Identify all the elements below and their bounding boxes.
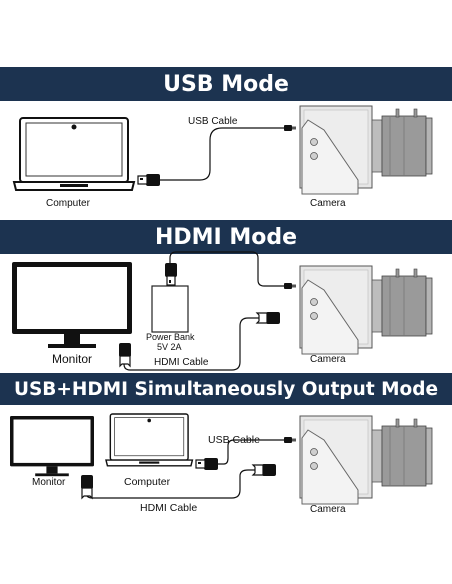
power-micro-plug-icon: [284, 283, 296, 289]
usb-plug-combined-icon: [195, 457, 219, 471]
hdmi-plug-camera-combined-icon: [252, 463, 277, 477]
hdmi-plug-monitor-icon: [118, 342, 132, 367]
usb-hdmi-mode-banner: USB+HDMI Simultaneously Output Mode: [0, 373, 452, 405]
computer-laptop-icon: [13, 117, 135, 191]
usb-cable-label: USB Cable: [188, 116, 238, 127]
hdmi-cable-combined-label: HDMI Cable: [140, 502, 198, 514]
hdmi-cable-line: [123, 317, 262, 371]
monitor-combined-label: Monitor: [32, 477, 66, 488]
power-cable-line: [169, 251, 284, 287]
computer-combined-label: Computer: [124, 476, 171, 488]
micro-usb-combined-icon: [284, 437, 296, 443]
power-bank-spec-label: 5V 2A: [157, 342, 182, 352]
usb-hdmi-mode-title: USB+HDMI Simultaneously Output Mode: [13, 378, 439, 400]
power-bank-icon: [151, 285, 189, 333]
camera-usb-label: Camera: [310, 198, 346, 209]
camera-combined-mode-icon: [299, 415, 433, 505]
camera-hdmi-mode-icon: [299, 265, 433, 355]
usb-mode-title: USB Mode: [163, 71, 289, 97]
power-bank-label: Power Bank: [146, 332, 195, 342]
usb-plug-icon: [137, 173, 161, 187]
usb-mode-banner: USB Mode: [0, 67, 452, 101]
hdmi-mode-title: HDMI Mode: [154, 224, 298, 250]
hdmi-cable-combined-line: [85, 469, 256, 499]
camera-usb-mode-icon: [299, 105, 433, 195]
computer-combined-mode-icon: [105, 413, 194, 467]
micro-usb-plug-icon: [284, 125, 296, 131]
monitor-combined-mode-icon: [10, 416, 94, 477]
monitor-label: Monitor: [52, 352, 93, 366]
camera-hdmi-label: Camera: [310, 354, 346, 365]
camera-combined-label: Camera: [310, 504, 346, 515]
hdmi-plug-camera-icon: [256, 311, 281, 325]
monitor-hdmi-mode-icon: [12, 262, 132, 348]
usb-cable-line: [160, 127, 286, 181]
usb-cable-combined-label: USB Cable: [208, 434, 260, 446]
computer-label: Computer: [46, 198, 90, 209]
power-usb-plug-icon: [164, 262, 178, 286]
hdmi-cable-label: HDMI Cable: [154, 357, 209, 368]
usb-cable-combined-line: [218, 439, 286, 465]
hdmi-plug-monitor-combined-icon: [80, 474, 94, 499]
hdmi-mode-banner: HDMI Mode: [0, 220, 452, 254]
